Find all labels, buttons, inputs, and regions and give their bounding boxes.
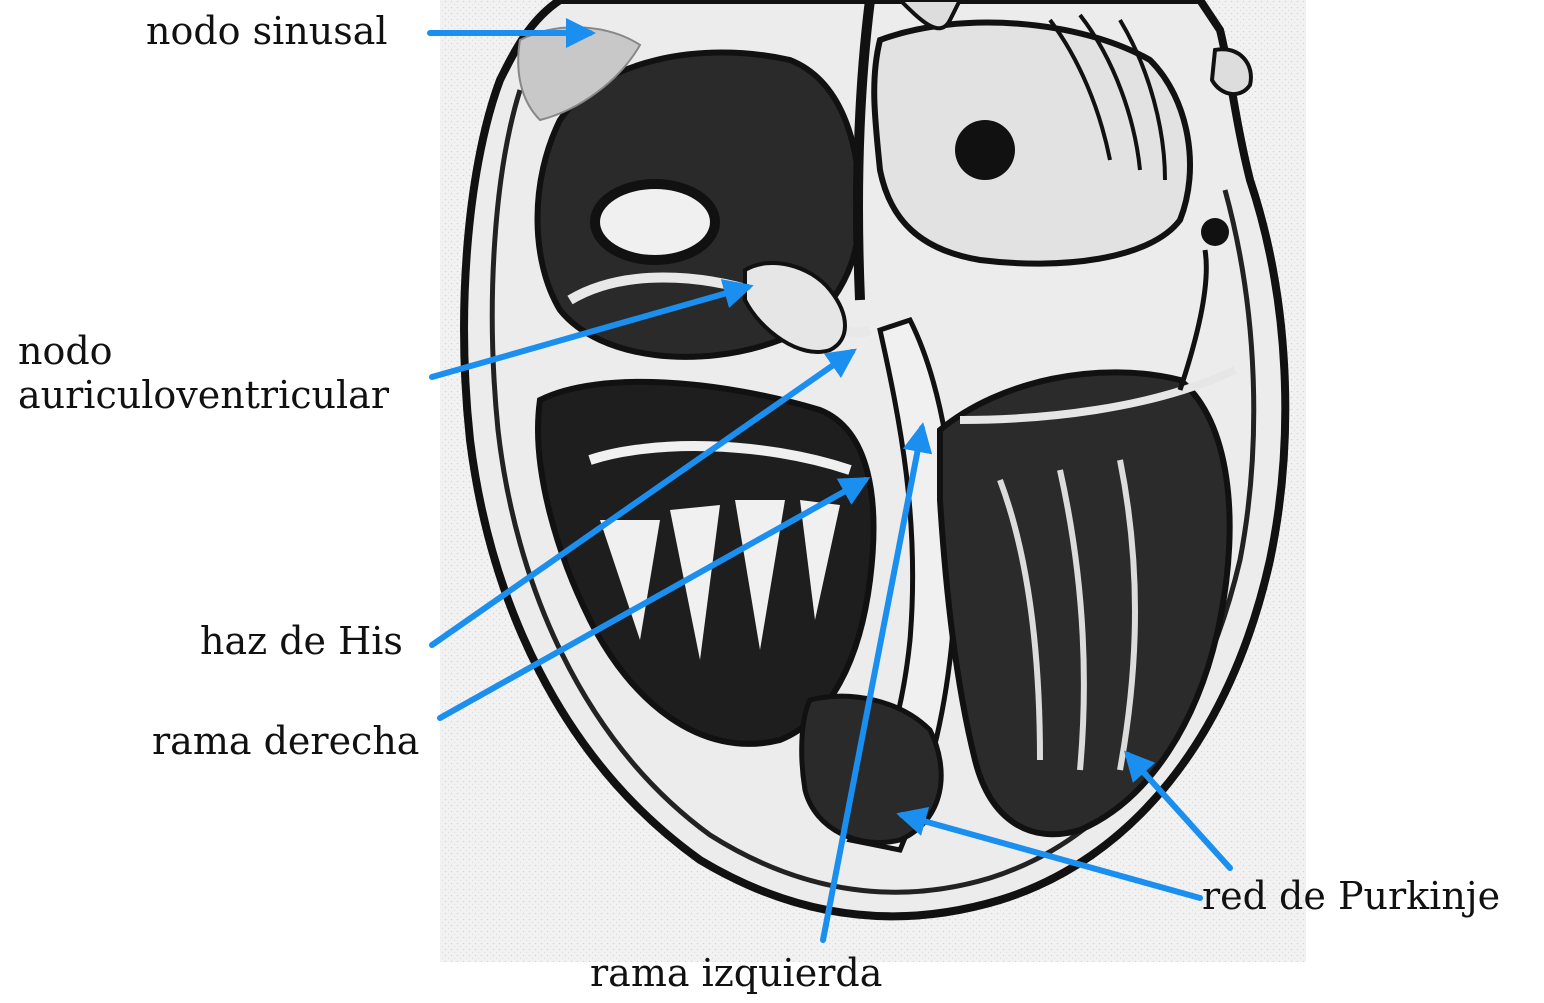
label-av-node-line2: auriculoventricular — [18, 374, 389, 418]
vena-cava-opening — [595, 184, 715, 260]
label-left-branch: rama izquierda — [590, 952, 882, 996]
pulmonary-vein-opening — [955, 120, 1015, 180]
label-his-bundle: haz de His — [200, 620, 403, 664]
label-purkinje: red de Purkinje — [1202, 875, 1500, 919]
pulmonary-vein-opening-2 — [1201, 218, 1229, 246]
label-av-node-line1: nodo — [18, 330, 389, 374]
label-sinus-node: nodo sinusal — [146, 10, 388, 54]
label-av-node: nodo auriculoventricular — [18, 330, 389, 417]
label-right-branch: rama derecha — [152, 720, 419, 764]
left-atrium — [874, 23, 1190, 264]
